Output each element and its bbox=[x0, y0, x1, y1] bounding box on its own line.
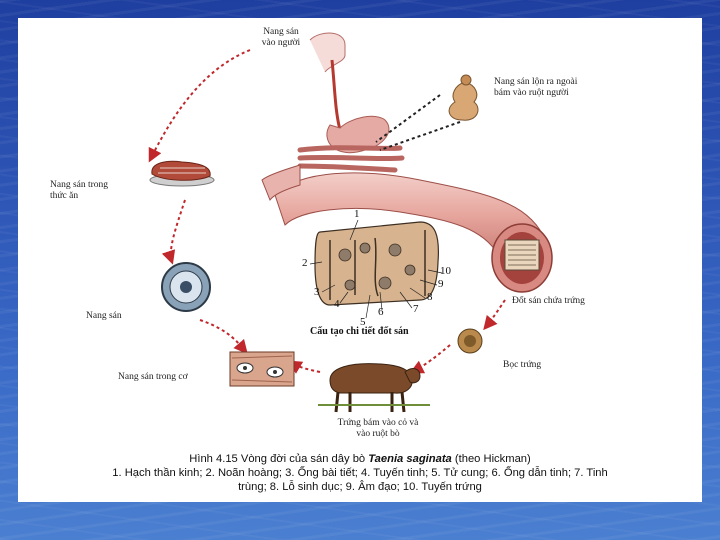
part-number-1: 1 bbox=[354, 208, 360, 220]
label-cyst-in-food: Nang sán trong thức ăn bbox=[50, 180, 109, 201]
label-detail-title: Cấu tạo chi tiết đốt sán bbox=[310, 326, 409, 337]
caption-prefix: Hình 4.15 Vòng đời của sán dây bò bbox=[189, 453, 369, 465]
zoom-line-top bbox=[375, 94, 441, 143]
part-number-6: 6 bbox=[378, 306, 384, 318]
everted-cyst-icon bbox=[448, 74, 479, 121]
part-number-4: 4 bbox=[334, 298, 340, 310]
label-cyst: Nang sán bbox=[86, 311, 122, 321]
proglottid-detail bbox=[309, 219, 443, 319]
cyst-icon bbox=[161, 262, 211, 312]
caption-legend-line-1: 1. Hạch thần kinh; 2. Noãn hoàng; 3. Ống… bbox=[112, 467, 608, 479]
part-number-10: 10 bbox=[440, 265, 451, 277]
caption-legend-line-2: trùng; 8. Lỗ sinh dục; 9. Âm đạo; 10. Tu… bbox=[238, 481, 482, 493]
caption-suffix: (theo Hickman) bbox=[451, 453, 531, 465]
arrow-food-to-human bbox=[148, 49, 251, 163]
digestive-tract bbox=[261, 32, 553, 293]
label-egg-into-cattle: Trứng bám vào cỏ và vào ruột bò bbox=[337, 418, 419, 439]
label-cyst-into-human: Nang sán vào người bbox=[261, 27, 301, 48]
label-proglottid-with-eggs: Đốt sán chứa trứng bbox=[512, 296, 585, 306]
caption-species: Taenia saginata bbox=[368, 453, 452, 465]
cattle-icon bbox=[318, 363, 430, 413]
label-cyst-everted: Nang sán lộn ra ngoài bám vào ruột người bbox=[494, 77, 578, 98]
part-number-3: 3 bbox=[314, 286, 320, 298]
figure-caption: Hình 4.15 Vòng đời của sán dây bò Taenia… bbox=[18, 452, 702, 494]
label-cyst-in-muscle: Nang sán trong cơ bbox=[118, 372, 188, 382]
part-number-8: 8 bbox=[427, 291, 433, 303]
zoom-line-bottom bbox=[379, 121, 461, 151]
egg-icon bbox=[457, 328, 483, 354]
arrow-food-to-cyst bbox=[161, 199, 186, 265]
part-number-5: 5 bbox=[360, 316, 366, 328]
caption-title: Hình 4.15 Vòng đời của sán dây bò Taenia… bbox=[18, 452, 702, 466]
part-number-9: 9 bbox=[438, 278, 444, 290]
part-number-7: 7 bbox=[413, 303, 419, 315]
arrow-segment-to-egg bbox=[483, 299, 506, 331]
arrow-egg-to-cattle bbox=[409, 344, 451, 374]
muscle-tissue-icon bbox=[229, 351, 295, 387]
meat-on-plate-icon bbox=[149, 160, 215, 187]
label-egg-shell: Bọc trứng bbox=[503, 360, 542, 370]
arrow-muscle-to-cyst bbox=[199, 319, 248, 355]
part-number-2: 2 bbox=[302, 257, 308, 269]
